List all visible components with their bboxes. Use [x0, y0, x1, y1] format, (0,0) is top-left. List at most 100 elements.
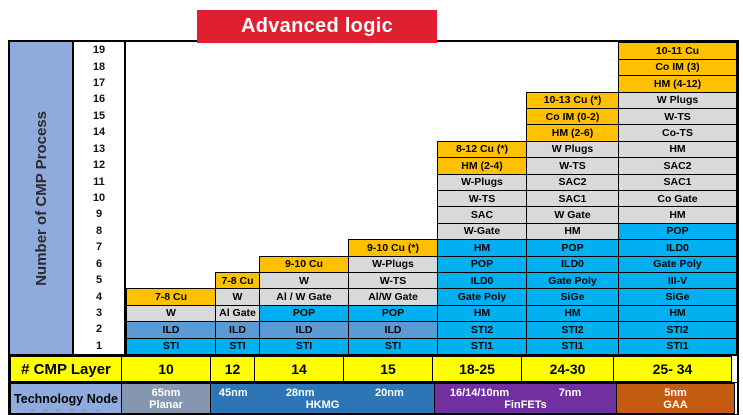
node-name: 5nm	[664, 386, 687, 399]
cmp-cell: Al Gate	[215, 304, 260, 322]
cmp-cell: STI2	[618, 321, 737, 338]
page-title: Advanced logic	[240, 15, 393, 37]
cmp-layer-value: 12	[210, 356, 255, 382]
cmp-cell: Co IM (3)	[618, 58, 737, 76]
cmp-cell: W	[215, 288, 260, 305]
cmp-cell: ILD	[348, 321, 438, 338]
cmp-cell: HM	[437, 304, 527, 322]
cmp-cell: POP	[526, 239, 619, 256]
cmp-cell: W-Plugs	[437, 173, 527, 190]
node-group-label: HKMG	[305, 398, 340, 411]
y-axis-label: Number of CMP Process	[32, 110, 50, 286]
cmp-cell: STI1	[618, 337, 737, 354]
cmp-cell: Al / W Gate	[259, 288, 349, 305]
cmp-cell: HM	[618, 206, 737, 223]
cmp-cell: Gate Poly	[618, 255, 737, 272]
cmp-cell: STI2	[437, 321, 527, 338]
y-tick: 14	[92, 126, 106, 139]
cmp-layer-value: 24-30	[521, 356, 614, 382]
cmp-cell: 9-10 Cu	[259, 255, 349, 272]
y-tick: 1	[95, 339, 103, 352]
cmp-cell: 9-10 Cu (*)	[348, 239, 438, 256]
node-names: 65nm	[122, 387, 210, 399]
cropped-text-fragment	[30, 409, 100, 412]
cmp-cell: Co IM (0-2)	[526, 107, 619, 125]
cmp-cell: HM	[437, 239, 527, 256]
cmp-cell: STI1	[437, 337, 527, 354]
cmp-cell: HM	[526, 304, 619, 322]
node-names: 5nm	[617, 387, 734, 399]
cmp-cell: HM (4-12)	[618, 75, 737, 92]
cmp-cell: HM	[526, 222, 619, 240]
node-name: 28nm	[285, 386, 315, 399]
y-tick: 13	[92, 142, 106, 155]
cmp-cell: W-TS	[526, 157, 619, 174]
cmp-cell: Gate Poly	[437, 288, 527, 305]
cmp-cell: ILD	[215, 321, 260, 338]
y-tick: 19	[92, 44, 106, 57]
cmp-cell: HM (2-6)	[526, 124, 619, 141]
cmp-cell: Co-TS	[618, 124, 737, 141]
y-tick: 8	[95, 224, 103, 237]
cmp-cell: 10-11 Cu	[618, 42, 737, 59]
cmp-cell: W-TS	[348, 271, 438, 289]
y-tick: 9	[95, 208, 103, 221]
y-tick: 7	[95, 241, 103, 254]
cmp-cell: STI	[259, 337, 349, 354]
cmp-cell: W	[126, 304, 216, 322]
cmp-cell: Al/W Gate	[348, 288, 438, 305]
cmp-cell: 7-8 Cu	[215, 271, 260, 289]
cmp-cell: POP	[348, 304, 438, 322]
cmp-cell: SAC1	[618, 173, 737, 190]
cmp-cell: Gate Poly	[526, 271, 619, 289]
tech-node-label: Technology Node	[10, 383, 122, 414]
cmp-layer-value: 15	[343, 356, 433, 382]
cmp-cell: SAC2	[526, 173, 619, 190]
y-tick: 18	[92, 60, 106, 73]
node-name: 7nm	[558, 386, 582, 399]
cmp-cell: W Gate	[526, 206, 619, 223]
cmp-cell: III-V	[618, 271, 737, 289]
node-name: 20nm	[375, 386, 404, 399]
node-group-label: GAA	[663, 398, 688, 411]
cmp-cell: Co Gate	[618, 189, 737, 207]
node-group-label: Planar	[149, 398, 183, 411]
cmp-cell: HM (2-4)	[437, 157, 527, 174]
y-tick: 4	[95, 290, 103, 303]
cmp-cell: POP	[618, 222, 737, 240]
node-name: 65nm	[151, 386, 181, 399]
cmp-cell: ILD	[259, 321, 349, 338]
cmp-cell: STI	[126, 337, 216, 354]
y-tick: 12	[92, 159, 106, 172]
cmp-cell: 7-8 Cu	[126, 288, 216, 305]
cmp-layer-value: 10	[121, 356, 211, 382]
cmp-cell: ILD	[126, 321, 216, 338]
y-tick: 5	[95, 274, 103, 287]
cmp-layer-value: 25- 34	[613, 356, 732, 382]
cmp-cell: STI	[348, 337, 438, 354]
y-tick: 3	[95, 306, 103, 319]
cmp-cell: W Plugs	[618, 91, 737, 108]
cmp-cell: W-TS	[618, 107, 737, 125]
cmp-cell: POP	[437, 255, 527, 272]
cmp-cell: SiGe	[618, 288, 737, 305]
y-tick: 2	[95, 323, 103, 336]
cmp-cell: SiGe	[526, 288, 619, 305]
cmp-layer-label: # CMP Layer	[10, 356, 122, 382]
cmp-cell: SAC1	[526, 189, 619, 207]
